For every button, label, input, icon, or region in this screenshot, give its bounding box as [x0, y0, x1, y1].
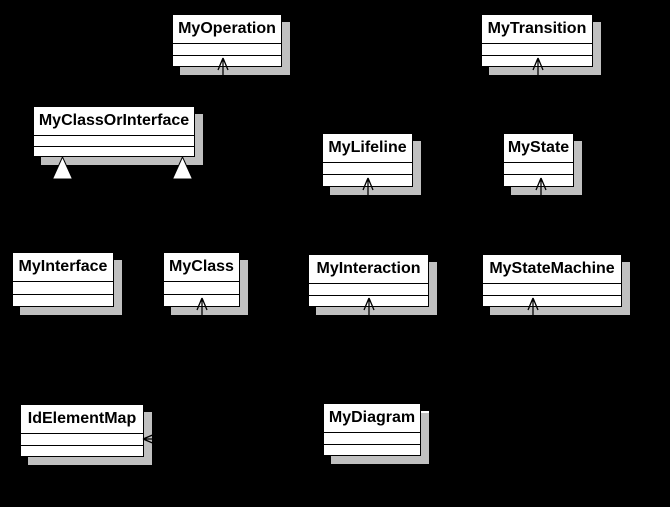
- operations-compartment: [21, 445, 143, 456]
- class-box-mytransition: MyTransition: [481, 14, 601, 77]
- generalization-arrowhead-icon: [217, 57, 229, 77]
- operations-compartment: [34, 146, 194, 156]
- class-name: MyInteraction: [316, 260, 421, 277]
- class-name-compartment: MyTransition: [482, 15, 592, 44]
- class-box-idelementmap: IdElementMap: [20, 404, 158, 465]
- class-name-compartment: MyStateMachine: [483, 255, 621, 284]
- class-box-myinterface: MyInterface: [12, 252, 122, 315]
- generalization-arrowhead-icon: [363, 297, 375, 317]
- association-arrowhead-left-icon: [142, 433, 158, 445]
- class-body: MyState: [503, 133, 574, 187]
- attributes-compartment: [323, 163, 412, 175]
- class-body: MyDiagram: [323, 403, 421, 456]
- hollow-triangle-arrowhead-icon: [172, 156, 193, 180]
- hollow-triangle-arrowhead-icon: [52, 156, 73, 180]
- class-name-compartment: MyDiagram: [324, 404, 420, 433]
- attributes-compartment: [173, 44, 281, 56]
- class-name: IdElementMap: [27, 410, 137, 427]
- class-name-compartment: MyInteraction: [309, 255, 428, 284]
- attributes-compartment: [504, 163, 573, 175]
- class-name: MyTransition: [487, 20, 587, 37]
- class-body: MyInterface: [12, 252, 114, 307]
- operations-compartment: [173, 55, 281, 66]
- generalization-arrowhead-icon: [532, 57, 544, 77]
- attributes-compartment: [483, 284, 621, 296]
- class-name-compartment: MyOperation: [173, 15, 281, 44]
- class-body: MyClass: [163, 252, 240, 307]
- generalization-arrowhead-icon: [535, 177, 547, 197]
- attributes-compartment: [482, 44, 592, 56]
- class-name: MyLifeline: [328, 139, 407, 156]
- class-name: MyStateMachine: [489, 260, 615, 277]
- class-name-compartment: MyInterface: [13, 253, 113, 282]
- class-box-myinteraction: MyInteraction: [308, 254, 437, 317]
- class-box-mystatemachine: MyStateMachine: [482, 254, 630, 317]
- class-box-myclassorinterface: MyClassOrInterface: [33, 106, 203, 180]
- class-name-compartment: MyClass: [164, 253, 239, 282]
- generalization-arrowhead-icon: [196, 297, 208, 317]
- operations-compartment: [13, 294, 113, 306]
- operations-compartment: [483, 295, 621, 306]
- class-box-mystate: MyState: [503, 133, 582, 197]
- attributes-compartment: [324, 433, 420, 445]
- class-name-compartment: IdElementMap: [21, 405, 143, 434]
- class-name-compartment: MyLifeline: [323, 134, 412, 163]
- attributes-compartment: [34, 136, 194, 147]
- class-name: MyClassOrInterface: [38, 112, 190, 129]
- attributes-compartment: [164, 282, 239, 295]
- class-body: MyStateMachine: [482, 254, 622, 307]
- class-name: MyState: [507, 139, 570, 156]
- attributes-compartment: [309, 284, 428, 296]
- class-name-compartment: MyClassOrInterface: [34, 107, 194, 136]
- association-line-stub: [421, 411, 429, 413]
- class-name: MyInterface: [18, 258, 108, 275]
- class-body: IdElementMap: [20, 404, 144, 457]
- class-box-myclass: MyClass: [163, 252, 248, 317]
- class-body: MyOperation: [172, 14, 282, 67]
- class-box-myoperation: MyOperation: [172, 14, 290, 77]
- generalization-arrowhead-icon: [362, 177, 374, 197]
- class-name: MyClass: [169, 258, 234, 275]
- class-name-compartment: MyState: [504, 134, 573, 163]
- attributes-compartment: [13, 282, 113, 295]
- class-name: MyOperation: [178, 20, 276, 37]
- class-name: MyDiagram: [328, 409, 416, 426]
- generalization-arrowhead-icon: [527, 297, 539, 317]
- class-body: MyClassOrInterface: [33, 106, 195, 157]
- class-box-mydiagram: MyDiagram: [323, 403, 429, 464]
- operations-compartment: [504, 175, 573, 186]
- class-box-mylifeline: MyLifeline: [322, 133, 421, 197]
- attributes-compartment: [21, 434, 143, 446]
- operations-compartment: [324, 444, 420, 455]
